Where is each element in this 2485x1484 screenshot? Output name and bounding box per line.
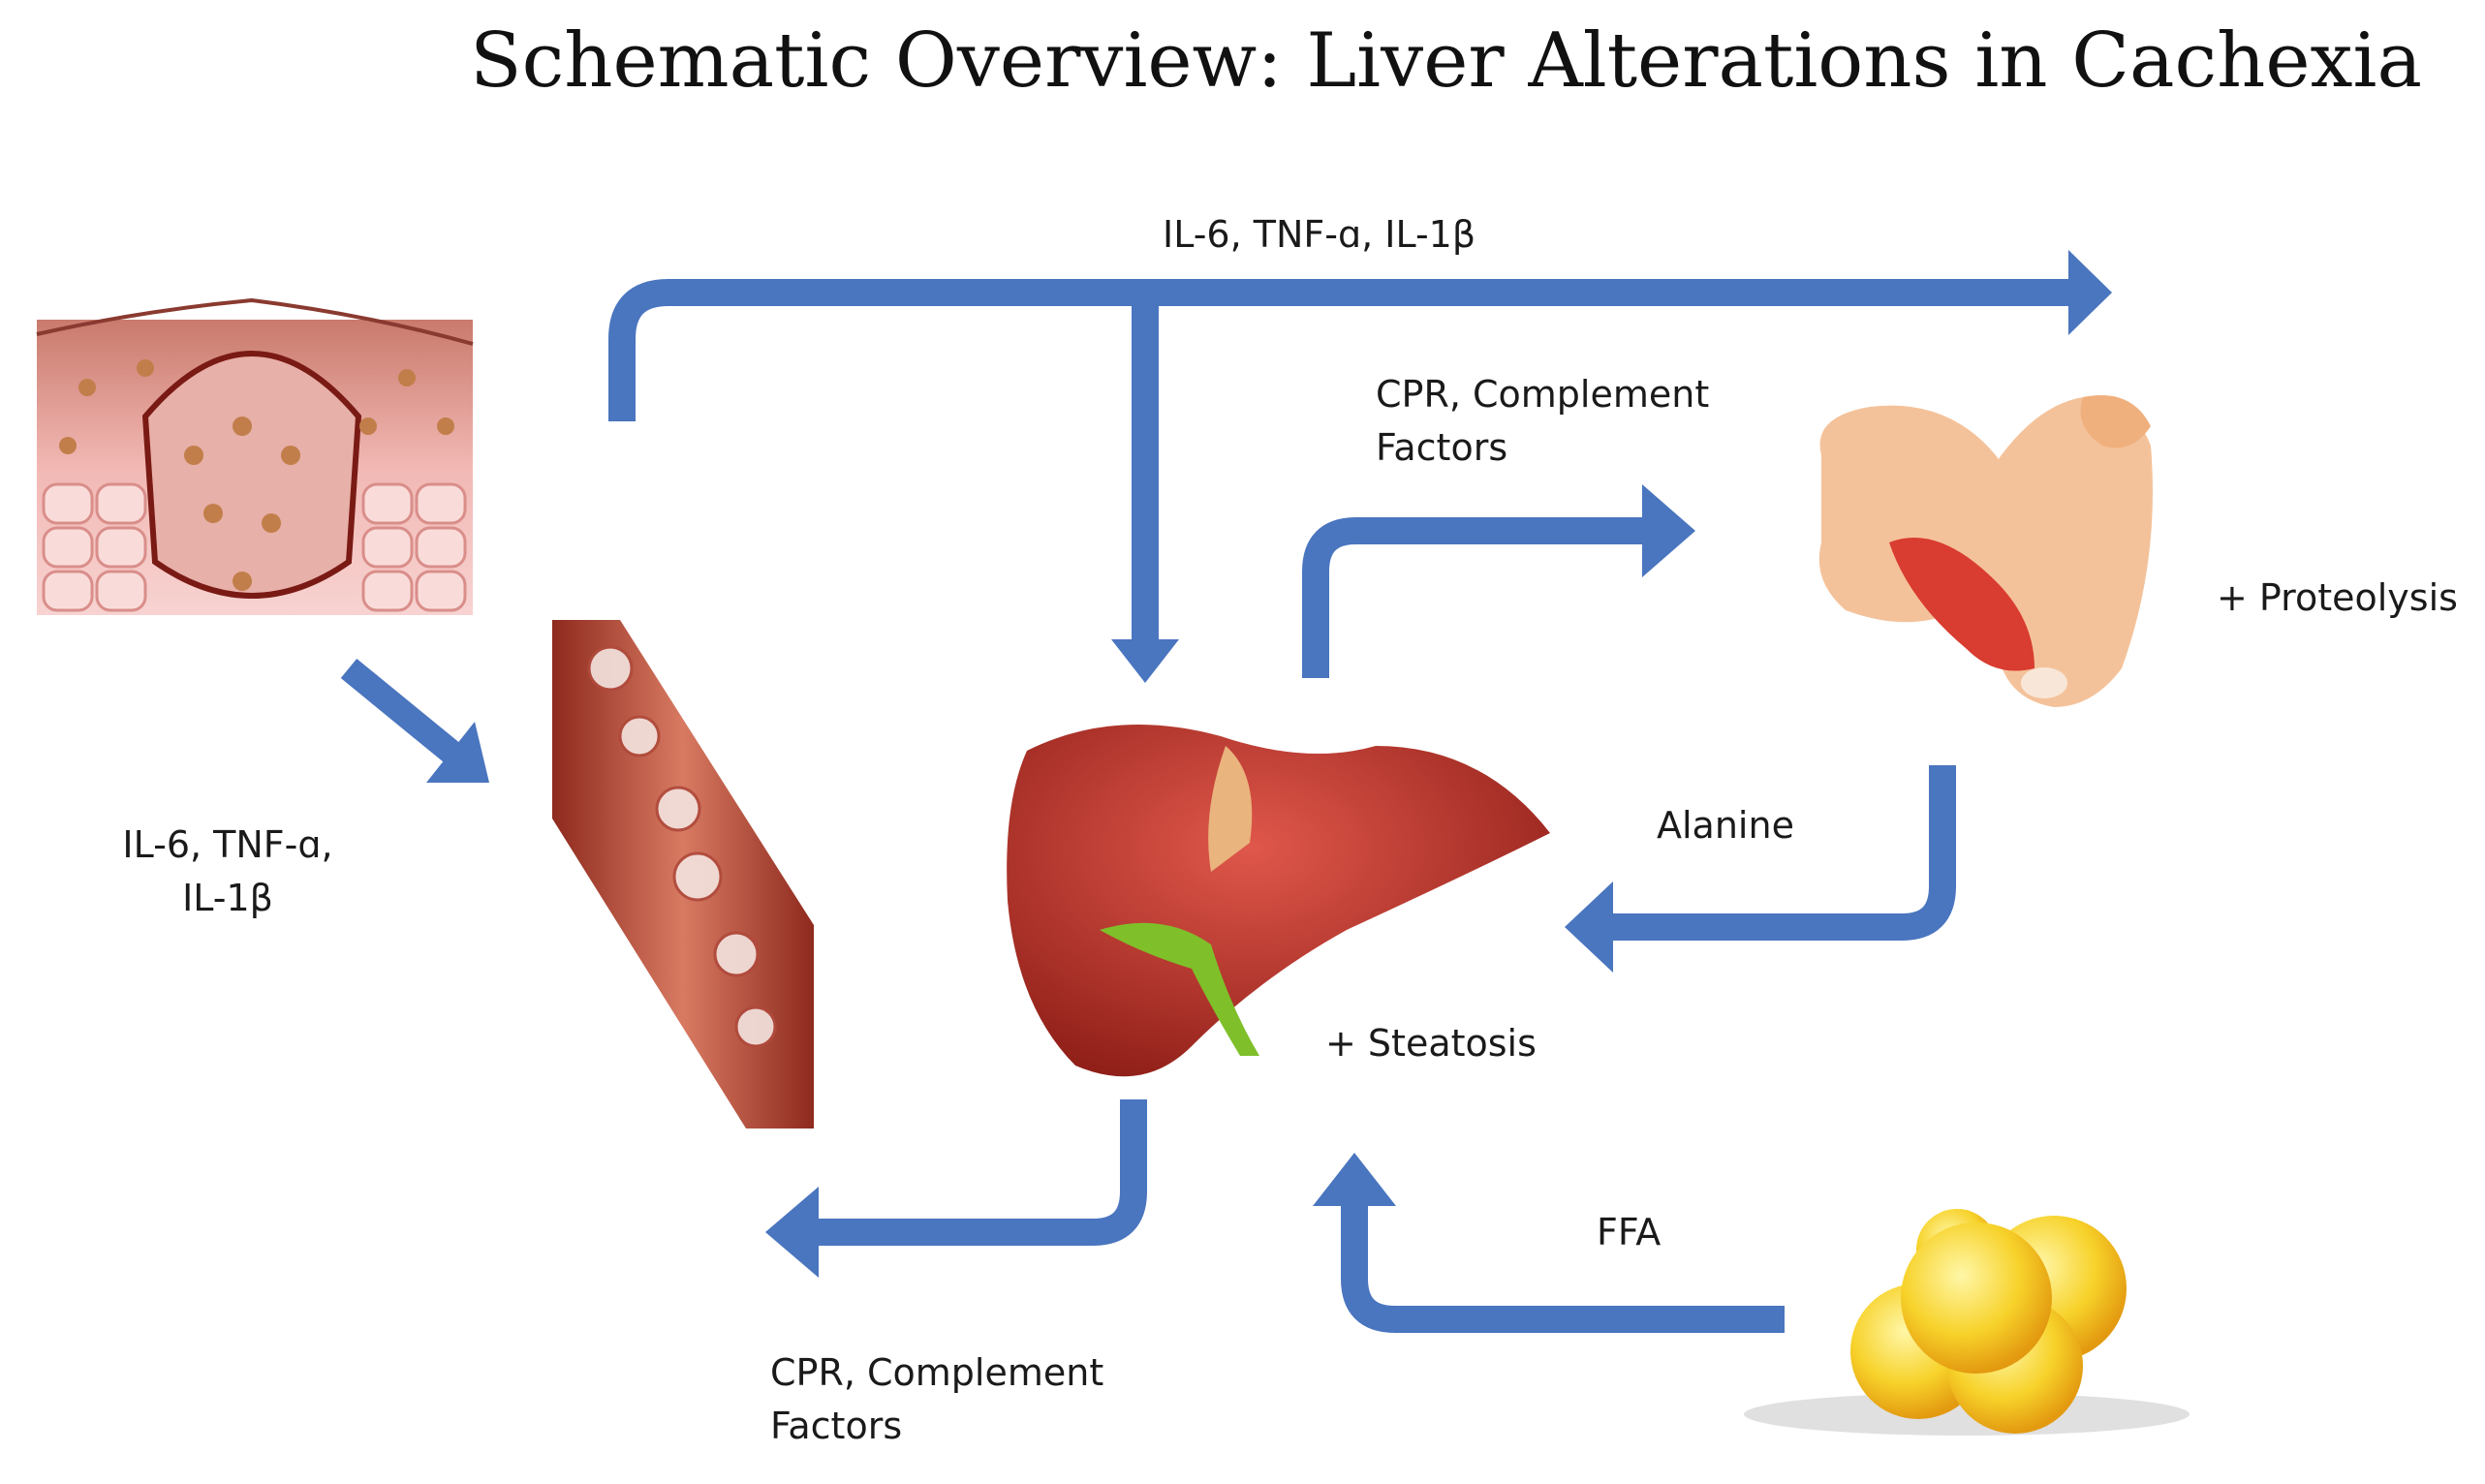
label-steatosis: + Steatosis bbox=[1325, 1022, 1537, 1065]
label-crp-lower-line2: Factors bbox=[770, 1405, 903, 1448]
blood-vessel-icon bbox=[552, 620, 814, 1128]
label-crp-upper-line1: CPR, Complement bbox=[1376, 373, 1710, 416]
label-crp-lower: CPR, Complement Factors bbox=[770, 1346, 1103, 1453]
label-ffa: FFA bbox=[1597, 1211, 1662, 1253]
fat-cells-icon bbox=[1744, 1209, 2190, 1436]
label-alanine: Alanine bbox=[1657, 804, 1794, 847]
diagram-title: Schematic Overview: Liver Alterations in… bbox=[470, 17, 2422, 105]
label-proteolysis: + Proteolysis bbox=[2217, 576, 2458, 619]
arrow-fat-to-liver-ffa bbox=[1313, 1153, 1785, 1333]
label-left-cytokines-line1: IL-6, TNF-ɑ, bbox=[122, 823, 333, 866]
arrow-liver-to-muscle bbox=[1302, 484, 1695, 678]
label-crp-lower-line1: CPR, Complement bbox=[770, 1351, 1104, 1394]
label-left-cytokines: IL-6, TNF-ɑ, IL-1β bbox=[107, 819, 349, 925]
arrowhead-top bbox=[2068, 250, 2112, 335]
liver-icon bbox=[1007, 725, 1550, 1077]
arrow-tumor-to-vessel bbox=[340, 658, 489, 783]
muscle-arm-icon bbox=[1818, 395, 2153, 707]
label-top-cytokines: IL-6, TNF-ɑ, IL-1β bbox=[1163, 213, 1476, 256]
arrow-top-cytokines bbox=[608, 279, 2073, 421]
arrow-liver-to-crp-lower bbox=[765, 1099, 1147, 1278]
arrow-muscle-to-liver-alanine bbox=[1565, 765, 1956, 973]
label-crp-upper-line2: Factors bbox=[1376, 426, 1508, 470]
tumor-tissue-icon bbox=[36, 297, 474, 615]
arrow-down-to-liver bbox=[1111, 293, 1179, 683]
label-left-cytokines-line2: IL-1β bbox=[182, 877, 273, 920]
label-crp-upper: CPR, Complement Factors bbox=[1376, 368, 1709, 475]
